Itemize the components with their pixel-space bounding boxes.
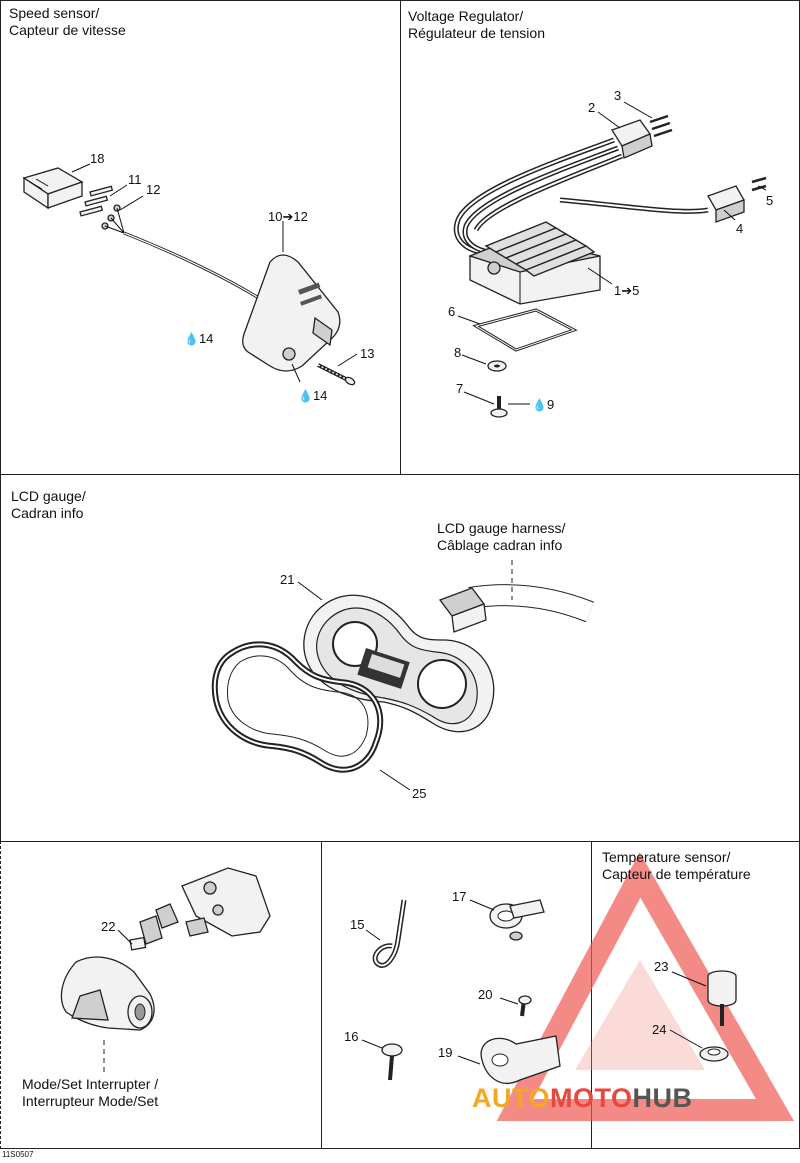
watermark-part-3: HUB (632, 1083, 693, 1113)
pins-5 (751, 176, 767, 192)
callout-14-a: 💧14 (184, 331, 214, 346)
lcd-gauge-title: LCD gauge/ (11, 488, 86, 504)
buttons (139, 903, 209, 945)
watermark-part-1: AUTO (472, 1083, 551, 1113)
lcd-gauge-subtitle: Cadran info (11, 505, 84, 521)
oil-drop-icon: 💧 (532, 398, 547, 412)
tie-wrap-15 (372, 899, 407, 968)
mode-set-subtitle: Interrupteur Mode/Set (22, 1093, 159, 1109)
lcd-harness-title: LCD gauge harness/ (437, 520, 566, 536)
oil-drop-icon: 💧 (298, 389, 313, 403)
watermark-part-2: MOTO (550, 1083, 633, 1113)
callout-24: 24 (652, 1022, 667, 1037)
callout-15: 15 (350, 917, 365, 932)
regulator-body (468, 221, 601, 305)
callout-2: 2 (588, 100, 596, 115)
speed-sensor-subtitle: Capteur de vitesse (9, 22, 126, 38)
callout-21: 21 (280, 572, 295, 587)
temperature-sensor-23 (707, 970, 737, 1026)
drawing-code: 11S0507 (2, 1150, 34, 1159)
connector-2 (611, 119, 653, 159)
callout-25: 25 (412, 786, 427, 801)
callout-17: 17 (452, 889, 467, 904)
mode-set-title: Mode/Set Interrupter / (22, 1076, 159, 1092)
clamp-19 (480, 1035, 561, 1084)
speed-sensor-body (242, 254, 341, 372)
screw-7 (490, 396, 508, 418)
callout-5: 5 (766, 193, 774, 208)
voltage-regulator-subtitle: Régulateur de tension (408, 25, 545, 41)
grommet-24 (699, 1046, 729, 1062)
voltage-regulator-title: Voltage Regulator/ (408, 8, 524, 24)
temperature-sensor-subtitle: Capteur de température (602, 866, 751, 882)
lcd-harness-subtitle: Câblage cadran info (437, 537, 563, 553)
connector-18 (22, 167, 84, 210)
temperature-sensor-title: Temperature sensor/ (602, 849, 731, 865)
mode-set-housing (60, 956, 155, 1031)
callout-6: 6 (448, 304, 456, 319)
callout-22: 22 (101, 919, 116, 934)
gasket-6 (472, 308, 578, 352)
callout-11: 11 (128, 172, 142, 187)
gauge-harness (438, 584, 595, 633)
screw-16 (381, 1043, 403, 1081)
callout-9: 💧9 (532, 397, 555, 412)
callout-16: 16 (344, 1029, 359, 1044)
callout-20: 20 (478, 987, 493, 1002)
callout-23: 23 (654, 959, 669, 974)
callout-13: 13 (360, 346, 375, 361)
callout-8: 8 (454, 345, 462, 360)
regulator-wires (453, 137, 709, 255)
callout-7: 7 (456, 381, 464, 396)
bezel-25 (211, 641, 384, 773)
oil-drop-icon: 💧 (184, 332, 199, 346)
switch-22 (129, 936, 147, 951)
pins-3 (649, 114, 673, 138)
callout-3: 3 (614, 88, 622, 103)
callout-18: 18 (90, 151, 105, 166)
watermark-text: AUTOMOTOHUB (472, 1083, 693, 1114)
clamp-17 (489, 899, 545, 941)
callout-14-b: 💧14 (298, 388, 328, 403)
callout-12: 12 (146, 182, 161, 197)
callout-10-12: 10➔12 (268, 209, 308, 224)
screw-13 (317, 363, 356, 386)
terminals-11 (79, 185, 114, 217)
callout-1-5: 1➔5 (614, 283, 640, 298)
washer-8 (487, 360, 507, 372)
callout-19: 19 (438, 1045, 453, 1060)
speed-sensor-title: Speed sensor/ (9, 5, 100, 21)
screw-20 (518, 995, 532, 1017)
callout-4: 4 (736, 221, 744, 236)
connector-4 (707, 185, 745, 223)
gauge-21 (303, 594, 495, 733)
